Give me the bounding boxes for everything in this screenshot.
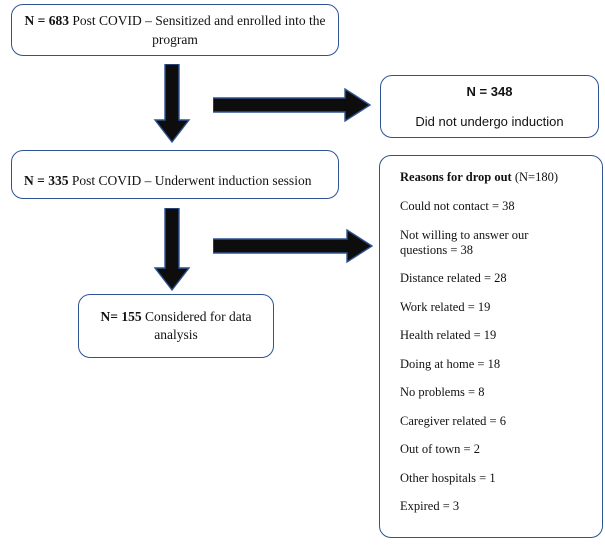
box-reasons-title: Reasons for drop out (N=180) — [400, 170, 558, 185]
box-induction-line1: N = 335 Post COVID – Underwent induction… — [24, 172, 311, 190]
reason-item: Other hospitals = 1 — [400, 470, 496, 485]
box-analysis-text: Considered for data — [141, 309, 252, 324]
box-induction-text: Post COVID – Underwent induction session — [68, 173, 312, 188]
reason-item: Distance related = 28 — [400, 271, 507, 285]
box-enrolled-line1: N = 683 Post COVID – Sensitized and enro… — [25, 11, 326, 30]
box-enrolled: N = 683 Post COVID – Sensitized and enro… — [11, 4, 339, 56]
box-reasons-title-bold: Reasons for drop out — [400, 170, 512, 184]
reason-item: Doing at home = 18 — [400, 356, 501, 371]
arrow-induction-to-reasons — [213, 229, 375, 263]
arrow-right-icon — [213, 88, 373, 122]
arrow-right-icon — [213, 229, 375, 263]
arrow-induction-to-analysis — [152, 208, 192, 292]
box-induction: N = 335 Post COVID – Underwent induction… — [11, 150, 339, 199]
arrow-down-icon — [152, 64, 192, 144]
box-enrolled-text: Post COVID – Sensitized and enrolled int… — [68, 13, 326, 28]
box-enrolled-line2: program — [152, 32, 198, 47]
box-reasons-title-count: (N=180) — [511, 170, 558, 184]
arrow-enrolled-to-no-induction — [213, 88, 373, 122]
box-reasons: Reasons for drop out (N=180) Could not c… — [379, 155, 603, 538]
box-no-induction: N = 348 Did not undergo induction — [380, 75, 599, 138]
reason-item: Expired = 3 — [400, 499, 460, 513]
reason-item: Out of town = 2 — [400, 442, 480, 456]
box-no-induction-count: N = 348 — [466, 84, 513, 99]
box-analysis: N= 155 Considered for data analysis — [78, 294, 274, 358]
reason-item: No problems = 8 — [400, 385, 485, 399]
box-analysis-line2: analysis — [154, 327, 198, 342]
reason-item: Health related = 19 — [400, 328, 497, 342]
reason-item: Could not contact = 38 — [400, 199, 515, 213]
arrow-enrolled-to-induction — [152, 64, 192, 144]
box-no-induction-text: Did not undergo induction — [415, 114, 564, 129]
box-analysis-count: N= 155 — [100, 309, 142, 324]
box-induction-count: N = 335 — [24, 173, 69, 188]
arrow-down-icon — [152, 208, 192, 292]
box-analysis-line1: N= 155 Considered for data — [101, 308, 252, 326]
reason-item: Work related = 19 — [400, 299, 491, 314]
box-enrolled-count: N = 683 — [24, 13, 69, 28]
reason-item: Caregiver related = 6 — [400, 413, 506, 428]
reason-item: Not willing to answer our questions = 38 — [400, 227, 529, 257]
